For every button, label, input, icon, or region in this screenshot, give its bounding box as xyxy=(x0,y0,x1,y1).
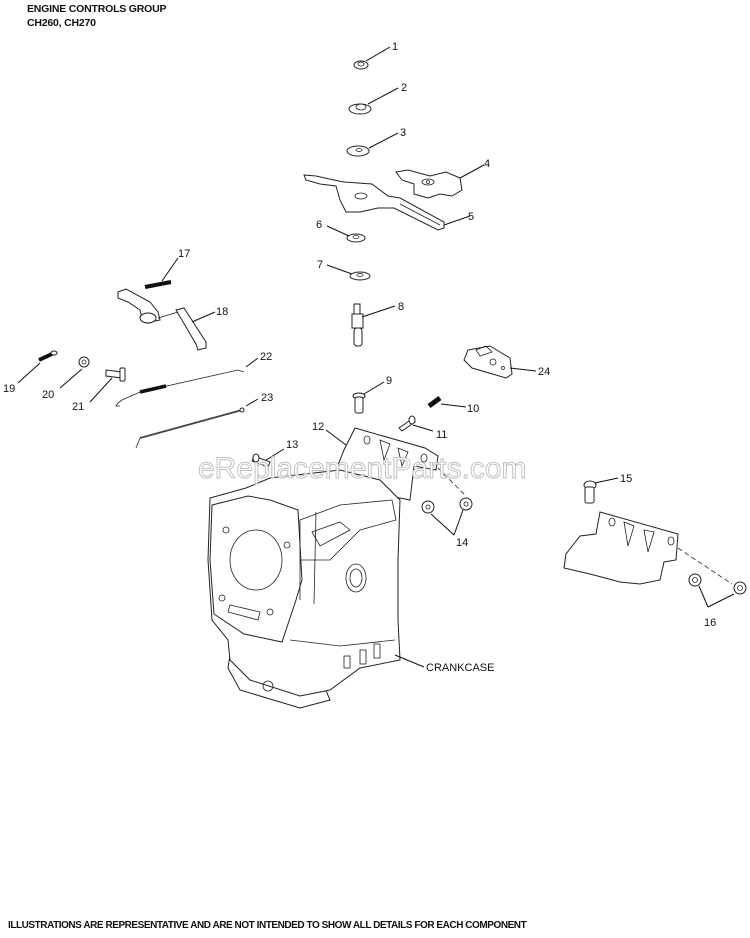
leader-7 xyxy=(326,264,353,275)
callout-1[interactable]: 1 xyxy=(392,41,398,53)
part-23-link-rod[interactable] xyxy=(135,407,245,449)
part-15-screw[interactable] xyxy=(583,480,597,504)
diagram-title: ENGINE CONTROLS GROUP xyxy=(27,3,167,15)
callout-9[interactable]: 9 xyxy=(386,375,392,387)
part-18-governor-lever[interactable] xyxy=(117,288,207,351)
part-24-plate[interactable] xyxy=(463,345,513,379)
part-3-washer[interactable] xyxy=(346,145,370,157)
bracket-assembly[interactable] xyxy=(563,511,733,585)
leader-13 xyxy=(265,448,285,461)
callout-20[interactable]: 20 xyxy=(42,389,54,401)
callout-8[interactable]: 8 xyxy=(398,301,404,313)
leader-18 xyxy=(191,311,216,323)
callout-18[interactable]: 18 xyxy=(216,306,228,318)
callout-5[interactable]: 5 xyxy=(468,211,474,223)
leader-1 xyxy=(365,46,391,62)
part-6-washer[interactable] xyxy=(346,233,366,243)
callout-7[interactable]: 7 xyxy=(317,259,323,271)
callout-13[interactable]: 13 xyxy=(286,439,298,451)
leader-crankcase xyxy=(394,654,425,668)
part-13-screw[interactable] xyxy=(251,453,271,468)
part-2-lock-nut[interactable] xyxy=(348,103,372,115)
crankcase-assembly[interactable] xyxy=(207,469,401,709)
watermark: eReplacementParts.com xyxy=(197,452,527,486)
callout-4[interactable]: 4 xyxy=(484,158,490,170)
part-7-washer[interactable] xyxy=(349,271,371,281)
leader-16 xyxy=(698,585,735,608)
part-21-pin[interactable] xyxy=(105,367,126,382)
callout-14[interactable]: 14 xyxy=(456,537,468,549)
callout-17[interactable]: 17 xyxy=(178,248,190,260)
part-14-nuts[interactable] xyxy=(421,467,473,514)
part-1-nut[interactable] xyxy=(353,60,369,70)
leader-10 xyxy=(440,403,467,408)
part-5-control-lever[interactable] xyxy=(303,174,445,231)
callout-10[interactable]: 10 xyxy=(467,403,479,415)
leader-19 xyxy=(17,362,41,384)
callout-3[interactable]: 3 xyxy=(400,127,406,139)
callout-15[interactable]: 15 xyxy=(620,473,632,485)
callout-6[interactable]: 6 xyxy=(316,219,322,231)
callout-21[interactable]: 21 xyxy=(72,401,84,413)
leader-12 xyxy=(325,429,347,446)
part-19-spring[interactable] xyxy=(38,350,58,362)
part-8-shaft[interactable] xyxy=(351,303,364,347)
leader-22 xyxy=(245,357,259,368)
callout-24[interactable]: 24 xyxy=(538,366,550,378)
leader-8 xyxy=(361,305,396,318)
part-16-nuts[interactable] xyxy=(688,573,747,595)
leader-3 xyxy=(368,132,399,149)
part-4-lever[interactable] xyxy=(395,169,463,199)
model-numbers: CH260, CH270 xyxy=(27,17,96,29)
part-20-nut[interactable] xyxy=(78,356,90,368)
crankcase-label[interactable]: CRANKCASE xyxy=(426,662,494,674)
leader-9 xyxy=(363,381,385,395)
leader-21 xyxy=(89,377,113,403)
leader-2 xyxy=(367,87,399,105)
part-11-pin[interactable] xyxy=(398,415,416,432)
callout-23[interactable]: 23 xyxy=(261,392,273,404)
leader-5 xyxy=(443,215,471,226)
callout-16[interactable]: 16 xyxy=(704,617,716,629)
leader-20 xyxy=(59,368,83,389)
leader-17 xyxy=(161,257,179,282)
leader-14 xyxy=(430,509,464,536)
part-9-screw[interactable] xyxy=(352,392,366,414)
part-22-link-spring[interactable] xyxy=(115,369,245,407)
leader-15 xyxy=(594,477,619,484)
leader-24 xyxy=(509,367,537,372)
part-10-spring[interactable] xyxy=(427,395,442,409)
leader-23 xyxy=(245,398,259,407)
callout-12[interactable]: 12 xyxy=(312,421,324,433)
leader-11 xyxy=(412,424,434,432)
callout-2[interactable]: 2 xyxy=(401,82,407,94)
callout-19[interactable]: 19 xyxy=(3,383,15,395)
callout-22[interactable]: 22 xyxy=(260,351,272,363)
disclaimer-footer: ILLUSTRATIONS ARE REPRESENTATIVE AND ARE… xyxy=(8,920,527,931)
leader-4 xyxy=(459,164,485,179)
part-17-spring[interactable] xyxy=(144,280,172,289)
leader-6 xyxy=(326,225,350,237)
callout-11[interactable]: 11 xyxy=(436,429,447,441)
